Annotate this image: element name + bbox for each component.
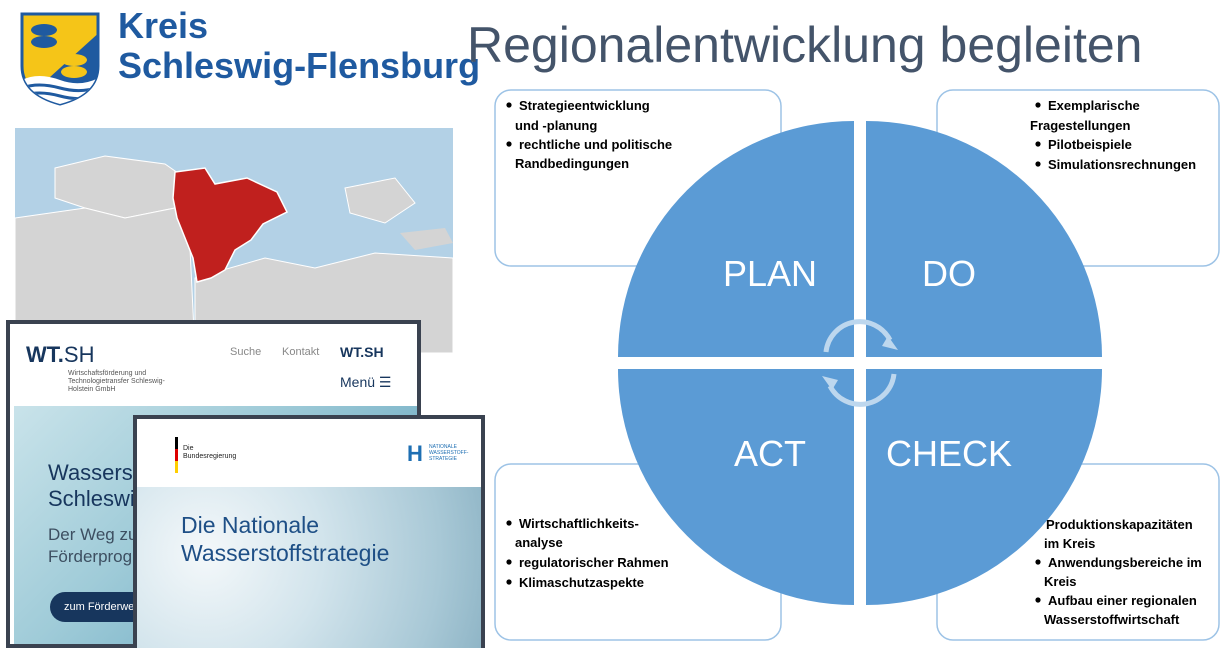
district-name: Kreis Schleswig-Flensburg: [118, 6, 480, 86]
bullet: [506, 102, 512, 108]
bullet: [1035, 161, 1041, 167]
district-name-line2: Schleswig-Flensburg: [118, 45, 481, 86]
wtsh-logo-small: WT.SH: [340, 344, 384, 360]
check-item-3b: Wasserstoffwirtschaft: [1044, 612, 1180, 627]
cycle-arrows-icon: [823, 319, 897, 407]
callout-plan-text: Strategieentwicklung und -planung rechtl…: [506, 98, 672, 171]
bullet: [1035, 102, 1041, 108]
check-item-2: Anwendungsbereiche im: [1048, 555, 1202, 570]
pdca-cycle-diagram: PLAN DO ACT CHECK Strategieentwicklung u…: [494, 89, 1220, 641]
label-do: DO: [922, 253, 976, 294]
do-item-1: Exemplarische: [1048, 98, 1140, 113]
strategy-h-logo: H: [407, 441, 423, 466]
water-bubbles-image: [137, 487, 481, 648]
check-item-3: Aufbau einer regionalen: [1048, 593, 1197, 608]
plan-item-2: rechtliche und politische: [519, 137, 672, 152]
regional-map: [15, 128, 453, 353]
check-item-1b: im Kreis: [1044, 536, 1095, 551]
bullet: [506, 559, 512, 565]
do-item-3: Simulationsrechnungen: [1048, 157, 1196, 172]
slide-title: Regionalentwicklung begleiten: [467, 17, 1143, 73]
plan-item-1b: und -planung: [515, 118, 597, 133]
bullet: [1035, 141, 1041, 147]
bullet: [506, 520, 512, 526]
callout-do-text: Exemplarische Fragestellungen Pilotbeisp…: [1030, 98, 1196, 172]
wtsh-logo-subtitle: Wirtschaftsförderung und Technologietran…: [68, 370, 165, 393]
check-item-2b: Kreis: [1044, 574, 1077, 589]
coat-of-arms-logo: [20, 12, 100, 106]
act-item-3: Klimaschutzaspekte: [519, 575, 644, 590]
plan-item-1: Strategieentwicklung: [519, 98, 650, 113]
wtsh-hero-subtitle: Der Weg zu Förderprog: [48, 525, 138, 566]
bullet: [1035, 559, 1041, 565]
wtsh-menu-button[interactable]: Menü ☰: [340, 374, 392, 390]
quadrant-plan: [618, 121, 854, 357]
bullet: [506, 141, 512, 147]
act-item-1b: analyse: [515, 535, 563, 550]
do-item-1b: Fragestellungen: [1030, 118, 1130, 133]
bundesregierung-label: Die Bundesregierung: [183, 445, 237, 460]
bullet: [1035, 597, 1041, 603]
quadrant-do: [866, 121, 1102, 357]
callout-act-text: Wirtschaftlichkeits- analyse regulatoris…: [506, 516, 669, 590]
wtsh-logo-wt: WT.: [26, 342, 64, 367]
act-item-2: regulatorischer Rahmen: [519, 555, 669, 570]
label-plan: PLAN: [723, 253, 817, 294]
arrowhead-bottom: [822, 376, 838, 390]
wtsh-nav-search-link[interactable]: Suche: [230, 346, 262, 358]
wtsh-nav-contact-link[interactable]: Kontakt: [282, 346, 320, 358]
arrowhead-top: [882, 336, 898, 350]
callout-check-text: Produktionskapazitäten im Kreis Anwendun…: [1035, 517, 1202, 627]
plan-item-2b: Randbedingungen: [515, 156, 629, 171]
cover-header: [137, 419, 481, 487]
bullet: [506, 579, 512, 585]
wtsh-hero-title: Wasserst Schleswi: [48, 460, 139, 511]
do-item-2: Pilotbeispiele: [1048, 137, 1132, 152]
act-item-1: Wirtschaftlichkeits-: [519, 516, 639, 531]
strategy-logo-text: NATIONALE WASSERSTOFF- STRATEGIE: [429, 444, 469, 462]
german-flag-icon: [175, 437, 178, 473]
cover-title: Die Nationale Wasserstoffstrategie: [181, 512, 390, 566]
label-check: CHECK: [886, 433, 1012, 474]
hydrogen-strategy-cover: Die Bundesregierung H NATIONALE WASSERST…: [133, 415, 485, 648]
check-item-1: Produktionskapazitäten: [1046, 517, 1193, 532]
district-name-line1: Kreis: [118, 5, 209, 46]
quadrant-check: [866, 369, 1102, 605]
label-act: ACT: [734, 433, 806, 474]
wtsh-logo: WT.SH: [26, 342, 94, 368]
quadrant-act: [618, 369, 854, 605]
wtsh-logo-sh: SH: [63, 342, 95, 367]
